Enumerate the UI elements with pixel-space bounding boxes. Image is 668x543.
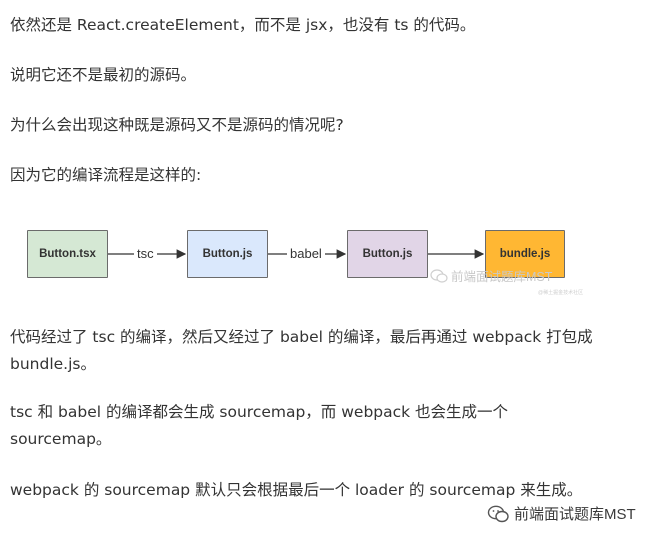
diagram-watermark-small: @稀土掘金技术社区	[538, 290, 584, 296]
edge-label-tsc: tsc	[134, 246, 157, 261]
paragraph-7: webpack 的 sourcemap 默认只会根据最后一个 loader 的 …	[10, 481, 583, 499]
footer-brand-text: 前端面试题库MST	[514, 506, 636, 523]
diagram-watermark: 前端面试题库MST	[430, 266, 552, 285]
wechat-icon	[487, 505, 509, 522]
paragraph-5: 代码经过了 tsc 的编译，然后又经过了 babel 的编译，最后再通过 web…	[10, 328, 593, 373]
paragraph-4: 因为它的编译流程是这样的:	[10, 166, 202, 184]
compile-flow-diagram: Button.tsx Button.js Button.js bundle.js…	[0, 222, 668, 302]
paragraph-2: 说明它还不是最初的源码。	[10, 66, 197, 84]
footer-brand: 前端面试题库MST	[487, 503, 636, 524]
paragraph-3: 为什么会出现这种既是源码又不是源码的情况呢?	[10, 116, 344, 134]
paragraph-1: 依然还是 React.createElement，而不是 jsx，也没有 ts …	[10, 16, 476, 34]
node-button-tsx: Button.tsx	[27, 230, 108, 278]
diagram-watermark-text: 前端面试题库MST	[451, 270, 553, 284]
wechat-icon	[430, 268, 448, 283]
node-button-js-1: Button.js	[187, 230, 268, 278]
edge-label-babel: babel	[287, 246, 325, 261]
paragraph-6: tsc 和 babel 的编译都会生成 sourcemap，而 webpack …	[10, 403, 509, 448]
node-bundle-js: bundle.js	[485, 230, 565, 278]
node-button-js-2: Button.js	[347, 230, 428, 278]
